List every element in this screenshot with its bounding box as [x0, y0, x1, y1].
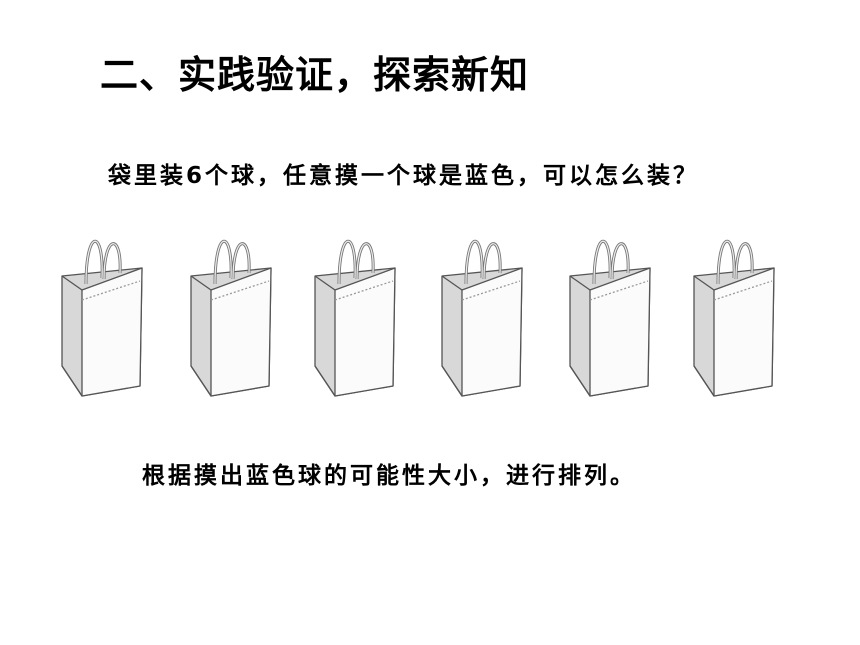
instruction-text: 根据摸出蓝色球的可能性大小，进行排列。 [142, 463, 636, 489]
shopping-bag-icon[interactable] [187, 226, 273, 398]
shopping-bag-icon[interactable] [566, 226, 652, 398]
question-text: 袋里装6个球，任意摸一个球是蓝色，可以怎么装？ [108, 163, 700, 189]
shopping-bag-icon[interactable] [58, 226, 144, 398]
slide-title: 二、实践验证，探索新知 [100, 53, 530, 97]
shopping-bag-icon[interactable] [690, 226, 776, 398]
shopping-bag-icon[interactable] [311, 226, 397, 398]
shopping-bag-icon[interactable] [438, 226, 524, 398]
